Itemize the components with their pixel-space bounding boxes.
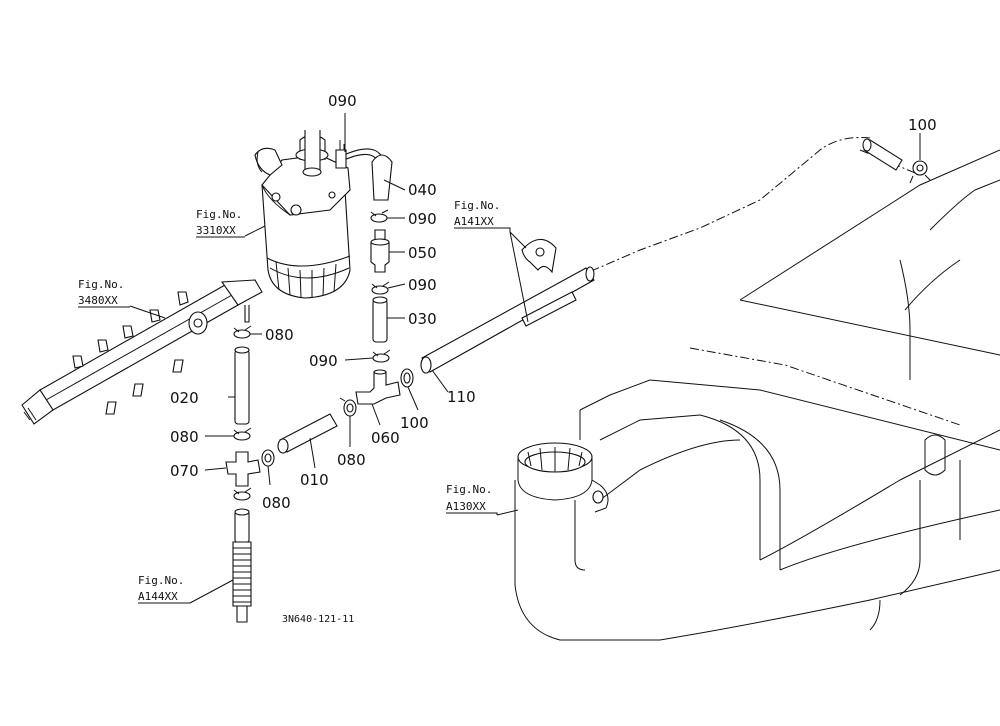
label-090-a: 090 — [408, 210, 437, 228]
hose-110 — [420, 266, 595, 374]
figref-tank: Fig.No. A130XX — [446, 483, 498, 515]
fuel-filter — [254, 130, 351, 299]
figref-rail-prefix: Fig.No. — [78, 278, 124, 291]
tee-fitting-070 — [225, 451, 261, 487]
filler-neck — [514, 442, 609, 585]
figref-tank-number: A130XX — [446, 500, 486, 513]
clamp-100-tee — [400, 368, 414, 388]
return-hose-100 — [862, 138, 931, 184]
pump-pipe — [232, 508, 252, 623]
clamp-090-top — [335, 140, 347, 169]
label-060: 060 — [371, 429, 400, 447]
label-050: 050 — [408, 244, 437, 262]
leader-lines — [129, 113, 921, 604]
clamp-080-d — [233, 487, 252, 501]
figref-filter: Fig.No. 3310XX — [196, 208, 245, 238]
hose-bracket — [521, 238, 577, 327]
label-080-b: 080 — [170, 428, 199, 446]
tank-centerline — [689, 347, 961, 426]
clamp-090-c — [372, 349, 391, 363]
label-010: 010 — [300, 471, 329, 489]
figref-bracket-number: A141XX — [454, 215, 494, 228]
label-030: 030 — [408, 310, 437, 328]
return-routing-centerline — [859, 149, 921, 176]
label-110: 110 — [447, 388, 476, 406]
label-090-c: 090 — [309, 352, 338, 370]
label-080-d: 080 — [337, 451, 366, 469]
clamp-080-c — [261, 449, 275, 467]
common-rail — [21, 279, 263, 425]
figref-pump-number: A144XX — [138, 590, 178, 603]
hose-030 — [372, 296, 388, 343]
clamp-080-b — [233, 427, 252, 441]
tee-fitting-060 — [355, 369, 401, 405]
drawing-code: 3N640-121-11 — [282, 614, 354, 625]
clamp-090-a — [370, 209, 389, 223]
figref-bracket-prefix: Fig.No. — [454, 199, 500, 212]
figref-filter-number: 3310XX — [196, 224, 236, 237]
label-100-tee: 100 — [400, 414, 429, 432]
figref-pump-prefix: Fig.No. — [138, 574, 184, 587]
label-070: 070 — [170, 462, 199, 480]
label-020: 020 — [170, 389, 199, 407]
clamp-080-tee — [339, 397, 357, 417]
check-valve-050 — [370, 229, 390, 273]
hose-020 — [234, 346, 250, 425]
label-080-a: 080 — [265, 326, 294, 344]
figref-rail: Fig.No. 3480XX — [78, 278, 130, 308]
fuel-tank-outline — [514, 149, 1000, 641]
clamp-080-a — [233, 325, 252, 339]
label-040: 040 — [408, 181, 437, 199]
label-080-c: 080 — [262, 494, 291, 512]
figref-rail-number: 3480XX — [78, 294, 118, 307]
part-labels: 090 040 090 050 090 030 090 080 020 080 … — [170, 92, 937, 512]
label-100-top: 100 — [908, 116, 937, 134]
label-090-b: 090 — [408, 276, 437, 294]
clamp-090-b — [371, 281, 390, 295]
figref-filter-prefix: Fig.No. — [196, 208, 242, 221]
hose-routing-centerline — [574, 137, 871, 279]
figure-references: Fig.No. 3310XX Fig.No. 3480XX Fig.No. A1… — [78, 199, 511, 604]
figref-bracket: Fig.No. A141XX — [454, 199, 511, 232]
figref-pump: Fig.No. A144XX — [138, 574, 190, 604]
label-090-top: 090 — [328, 92, 357, 110]
hose-040 — [335, 148, 393, 201]
figref-tank-prefix: Fig.No. — [446, 483, 492, 496]
hose-010 — [277, 413, 338, 454]
